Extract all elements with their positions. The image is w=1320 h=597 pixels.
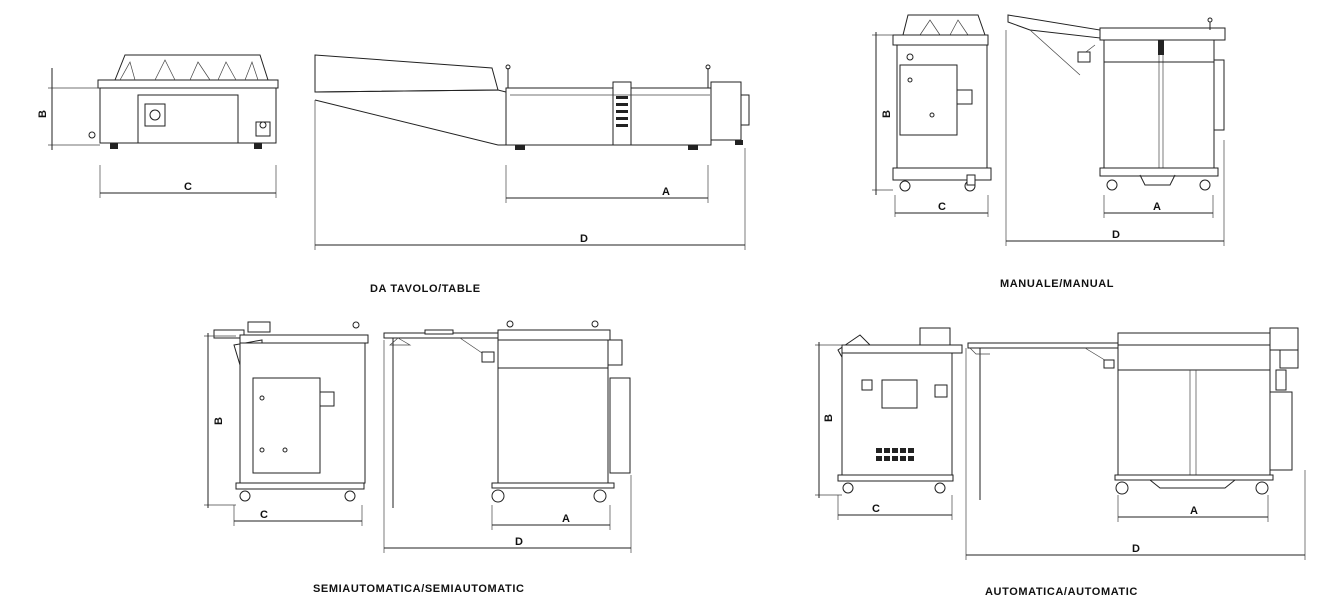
- semiautomatic-front-view: [213, 321, 369, 502]
- dim-label-d: D: [1132, 543, 1140, 555]
- automatic-dimension-a: A: [1117, 495, 1269, 522]
- manual-model-group: B C: [872, 14, 1226, 290]
- automatic-dimension-b: B: [815, 342, 842, 498]
- semiautomatic-dimension-d: D: [383, 340, 632, 553]
- dim-label-c: C: [872, 503, 880, 515]
- caption-table: DA TAVOLO/TABLE: [370, 283, 481, 295]
- table-front-view: [88, 54, 279, 149]
- manual-front-view: [892, 14, 992, 192]
- dim-label-c: C: [184, 181, 192, 193]
- automatic-dimension-c: C: [837, 495, 953, 520]
- manual-dimension-c: C: [894, 195, 989, 217]
- table-dimension-c: C: [99, 165, 277, 198]
- dim-label-d: D: [580, 233, 588, 245]
- dim-label-a: A: [1153, 201, 1161, 213]
- dim-label-a: A: [662, 186, 670, 198]
- dim-label-d: D: [515, 536, 523, 548]
- dim-label-a: A: [562, 513, 570, 525]
- table-dimension-b: B: [37, 68, 100, 150]
- caption-automatic: AUTOMATICA/AUTOMATIC: [985, 586, 1138, 597]
- table-dimension-a: A: [505, 165, 709, 203]
- dim-label-b: B: [37, 110, 49, 118]
- table-model-group: B C: [37, 54, 750, 295]
- semiautomatic-dimension-a: A: [491, 505, 611, 530]
- dim-label-b: B: [213, 417, 225, 425]
- table-dimension-d: D: [314, 100, 746, 250]
- semiautomatic-model-group: B C: [204, 320, 632, 595]
- manual-dimension-a: A: [1103, 195, 1214, 218]
- semiautomatic-dimension-c: C: [233, 505, 363, 526]
- automatic-front-view: [837, 327, 963, 494]
- dim-label-b: B: [823, 414, 835, 422]
- dim-label-b: B: [881, 110, 893, 118]
- manual-side-view: [1007, 14, 1226, 191]
- caption-semiautomatic: SEMIAUTOMATICA/SEMIAUTOMATIC: [313, 583, 525, 595]
- automatic-model-group: B C: [815, 327, 1306, 597]
- automatic-side-view: [967, 327, 1299, 500]
- dim-label-d: D: [1112, 229, 1120, 241]
- dim-label-c: C: [938, 201, 946, 213]
- semiautomatic-side-view: [383, 320, 631, 508]
- automatic-dimension-d: D: [965, 348, 1306, 560]
- table-side-view: [314, 54, 750, 150]
- semiautomatic-dimension-b: B: [204, 333, 236, 508]
- dim-label-c: C: [260, 509, 268, 521]
- caption-manual: MANUALE/MANUAL: [1000, 278, 1114, 290]
- manual-dimension-b: B: [872, 32, 893, 195]
- manual-dimension-d: D: [1005, 30, 1225, 246]
- dim-label-a: A: [1190, 505, 1198, 517]
